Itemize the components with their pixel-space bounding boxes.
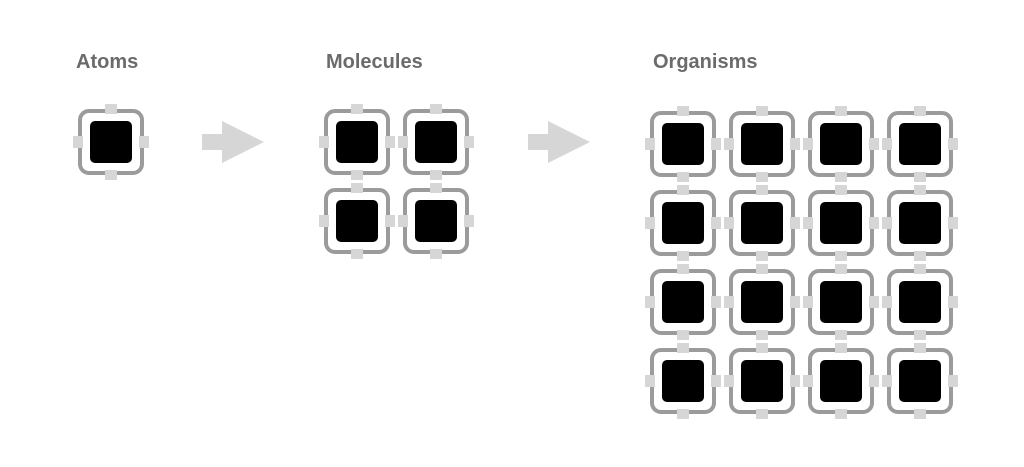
organism-atom-0-2 [803, 106, 879, 182]
organism-atom-1-3 [882, 185, 958, 261]
organism-atom-0-0 [645, 106, 721, 182]
atom-core [899, 123, 941, 165]
organism-atom-2-2 [803, 264, 879, 340]
atom-core [415, 121, 457, 163]
arrow-right-icon [528, 121, 590, 163]
atom-core [899, 281, 941, 323]
atom-core [820, 123, 862, 165]
atom-core [820, 202, 862, 244]
molecule-atom-0-1 [398, 104, 474, 180]
atom-core [662, 202, 704, 244]
atom-core [741, 202, 783, 244]
organism-atom-2-0 [645, 264, 721, 340]
molecule-atom-0-0 [319, 104, 395, 180]
organism-atom-2-3 [882, 264, 958, 340]
atom-core [662, 281, 704, 323]
organism-atom-1-2 [803, 185, 879, 261]
organism-atom-3-3 [882, 343, 958, 419]
atom-core [415, 200, 457, 242]
atom-core [741, 281, 783, 323]
organism-atom-2-1 [724, 264, 800, 340]
molecules-label: Molecules [326, 51, 423, 73]
atom-core [90, 121, 132, 163]
organism-atom-3-2 [803, 343, 879, 419]
molecule-atom-1-1 [398, 183, 474, 259]
organisms-label: Organisms [653, 51, 758, 73]
molecule-atom-1-0 [319, 183, 395, 259]
atom-core [662, 360, 704, 402]
atom-core [741, 360, 783, 402]
organism-atom-1-1 [724, 185, 800, 261]
organism-atom-1-0 [645, 185, 721, 261]
atom-core [820, 360, 862, 402]
atoms-label: Atoms [76, 51, 139, 73]
atom-core [899, 360, 941, 402]
atom-core [899, 202, 941, 244]
organism-atom-0-1 [724, 106, 800, 182]
arrow-right-icon [202, 121, 264, 163]
organism-atom-3-1 [724, 343, 800, 419]
atom-core [336, 200, 378, 242]
atom-core [336, 121, 378, 163]
atom-core [820, 281, 862, 323]
atom-core [662, 123, 704, 165]
organism-atom-3-0 [645, 343, 721, 419]
atom-0-0 [73, 104, 149, 180]
atom-core [741, 123, 783, 165]
organism-atom-0-3 [882, 106, 958, 182]
